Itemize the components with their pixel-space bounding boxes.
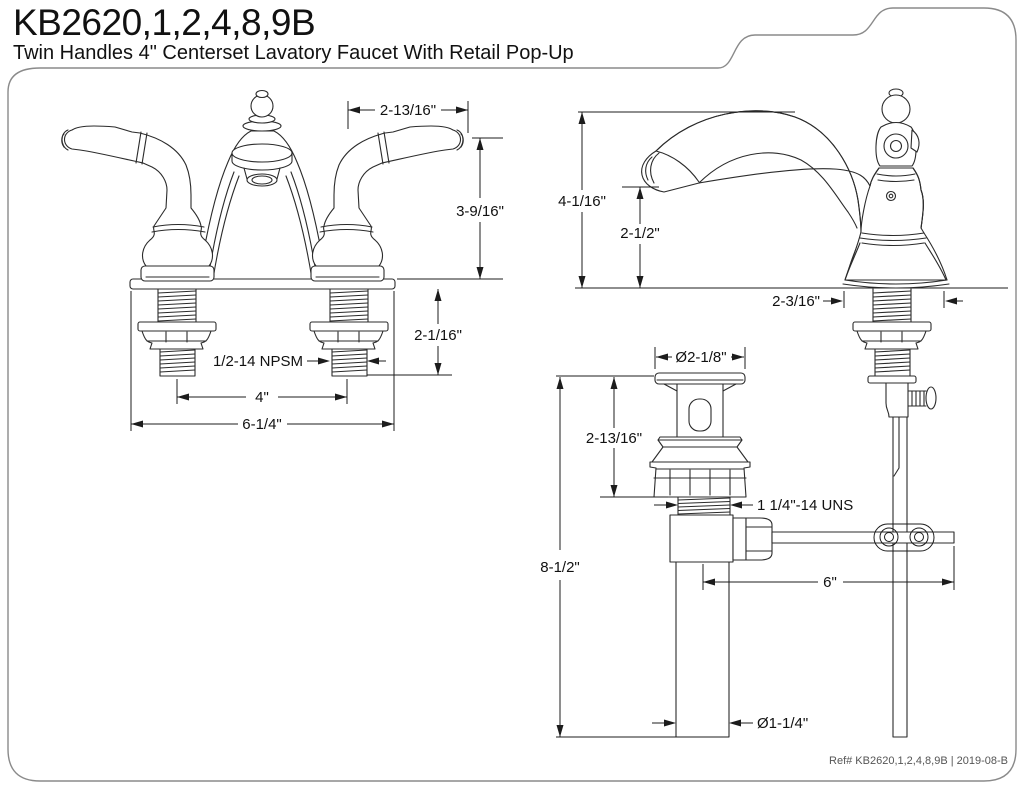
- dim-rod-length-label: 6": [823, 574, 837, 591]
- side-view-dimensions: 4-1/16" 2-1/2" 2-3/16": [558, 111, 963, 310]
- side-handle: [875, 88, 920, 183]
- dim-drain-thread-label: 1 1/4"-14 UNS: [757, 497, 853, 514]
- clevis-strap: [892, 416, 908, 738]
- dim-drain-height-label: 8-1/2": [540, 559, 580, 576]
- dim-flange-height-label: 2-13/16": [586, 430, 642, 447]
- lift-rod: [867, 375, 937, 738]
- left-handle: [61, 125, 215, 282]
- left-shank: [137, 288, 217, 377]
- product-description: Twin Handles 4" Centerset Lavatory Fauce…: [13, 42, 574, 64]
- page-frame: [7, 7, 1017, 782]
- side-view-drawing: 4-1/16" 2-1/2" 2-3/16": [558, 88, 1008, 738]
- dim-shank-length-label: 2-1/16": [414, 327, 462, 344]
- front-view-dimensions: 2-13/16" 3-9/16" 2-1/16" 1/2-14 NPSM 4": [130, 101, 504, 433]
- product-model-title: KB2620,1,2,4,8,9B: [13, 2, 316, 43]
- dim-shank-thread-label: 1/2-14 NPSM: [213, 353, 303, 370]
- right-handle: [310, 125, 464, 282]
- pivot-rod: [771, 531, 955, 544]
- aerator: [231, 143, 293, 187]
- dim-side-height-label: 4-1/16": [558, 193, 606, 210]
- dim-overall-width-label: 6-1/4": [242, 416, 282, 433]
- dim-spout-height-label: 2-1/2": [620, 225, 660, 242]
- side-shank: [852, 288, 932, 377]
- pivot-nut: [745, 517, 773, 561]
- dim-base-depth-label: 2-3/16": [772, 293, 820, 310]
- dim-overall-height-label: 3-9/16": [456, 203, 504, 220]
- dim-flange-diameter-label: Ø2-1/8": [675, 349, 726, 366]
- dim-centers-label: 4": [255, 389, 269, 406]
- drain-dimensions: Ø2-1/8" 2-13/16" 1 1/4"-14 UNS 8-1/2" 6": [540, 347, 955, 738]
- drain-assembly-drawing: Ø2-1/8" 2-13/16" 1 1/4"-14 UNS 8-1/2" 6": [540, 347, 955, 738]
- front-spout: [198, 89, 327, 280]
- drain-tee: [669, 514, 734, 563]
- side-body: [842, 167, 950, 289]
- front-view-drawing: 2-13/16" 3-9/16" 2-1/16" 1/2-14 NPSM 4": [61, 89, 504, 433]
- drain-body: [649, 372, 773, 738]
- dim-tailpiece-diameter-label: Ø1-1/4": [757, 715, 808, 732]
- dim-handle-span-label: 2-13/16": [380, 102, 436, 119]
- ref-number: Ref# KB2620,1,2,4,8,9B | 2019-08-B: [829, 755, 1008, 767]
- clevis: [873, 523, 935, 552]
- overflow-hole: [688, 398, 712, 432]
